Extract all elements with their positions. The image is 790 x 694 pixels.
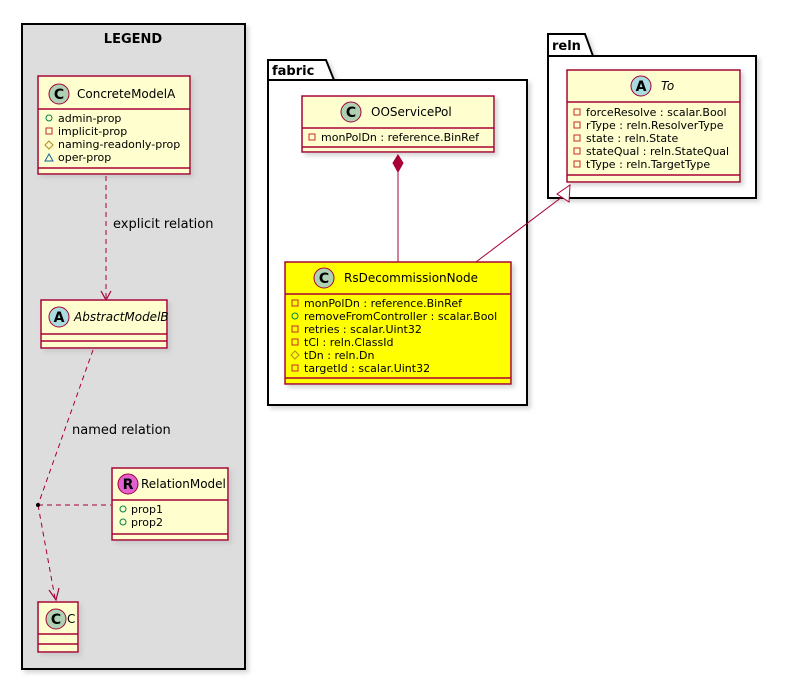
private-icon [45,127,53,135]
class-badge-icon [45,608,67,630]
to-attr: state : reln.State [586,132,678,145]
to-class-name: To [661,79,674,93]
ooservicepol-attr: monPolDn : reference.BinRef [321,131,480,144]
relation-badge-letter: R [123,477,134,493]
c-class-name: C [67,612,75,626]
named-relation-edge: named relation [36,349,171,602]
legend-title: LEGEND [104,32,163,47]
to-attr: rType : reln.ResolverType [586,119,724,132]
private-icon [308,133,316,141]
relation-badge-icon [117,473,139,495]
rsdecommissionnode-attr: targetId : scalar.Uint32 [304,362,430,375]
concrete-attr: naming-readonly-prop [58,138,180,151]
to-class[interactable]: A To forceResolve : scalar.Bool rType : … [566,69,741,183]
package-private-icon [44,152,54,162]
reln-package-name: reln [552,39,581,54]
public-icon [119,518,127,526]
protected-icon [44,140,54,150]
concrete-attr: admin-prop [58,112,121,125]
private-icon [573,147,581,155]
c-badge-letter: C [51,612,61,628]
fabric-package-name: fabric [272,64,314,79]
ooservicepol-class[interactable]: C OOServicePol monPolDn : reference.BinR… [301,95,495,153]
concrete-model-a-class[interactable]: C ConcreteModelA admin-prop implicit-pro… [37,75,191,175]
rsdecommissionnode-attr: tDn : reln.Dn [304,349,374,362]
abstract-badge-icon [48,306,70,328]
private-icon [291,299,299,307]
class-badge-icon [340,101,362,123]
rsdecommissionnode-attr: removeFromController : scalar.Bool [304,310,497,323]
explicit-relation-label: explicit relation [113,217,213,232]
rsdecommissionnode-class[interactable]: C RsDecommissionNode monPolDn : referenc… [284,261,512,385]
public-icon [45,114,53,122]
private-icon [573,108,581,116]
private-icon [291,325,299,333]
public-icon [291,312,299,320]
composition-edge [392,154,404,262]
generalization-arrow-icon [556,184,571,203]
concrete-model-a-name: ConcreteModelA [77,87,176,101]
public-icon [119,505,127,513]
private-icon [291,338,299,346]
relation-attr: prop2 [131,516,163,529]
abstract-model-b-name: AbstractModelB [73,310,169,324]
rsdecommissionnode-attr: retries : scalar.Uint32 [304,323,422,336]
class-badge-letter: C [319,271,329,287]
class-badge-letter: C [54,87,64,103]
abstract-model-b-class[interactable]: A AbstractModelB [40,299,169,349]
private-icon [573,160,581,168]
generalization-edge [475,184,571,263]
rsdecommissionnode-attr: tCl : reln.ClassId [304,336,394,349]
relation-junction-dot [36,503,40,507]
abstract-badge-icon [630,75,652,97]
to-attr: stateQual : reln.StateQual [586,145,729,158]
to-attr: forceResolve : scalar.Bool [586,106,727,119]
c-class[interactable]: C C [37,601,79,653]
rsdecommissionnode-name: RsDecommissionNode [344,271,478,285]
named-relation-label: named relation [72,423,171,438]
ooservicepol-name: OOServicePol [371,105,452,119]
to-attr: tType : reln.TargetType [586,158,710,171]
protected-icon [290,350,300,360]
relation-model-class[interactable]: R RelationModel prop1 prop2 [111,467,229,541]
abstract-badge-letter: A [54,310,65,326]
class-badge-letter: C [346,105,356,121]
concrete-attr: implicit-prop [58,125,127,138]
private-icon [573,121,581,129]
private-icon [573,134,581,142]
concrete-attr: oper-prop [58,151,111,164]
private-icon [291,364,299,372]
relation-model-name: RelationModel [141,477,226,491]
class-badge-icon [48,83,70,105]
class-badge-icon [313,267,335,289]
composition-diamond-icon [392,154,404,174]
relation-attr: prop1 [131,503,163,516]
abstract-badge-letter: A [636,79,647,95]
rsdecommissionnode-attr: monPolDn : reference.BinRef [304,297,463,310]
